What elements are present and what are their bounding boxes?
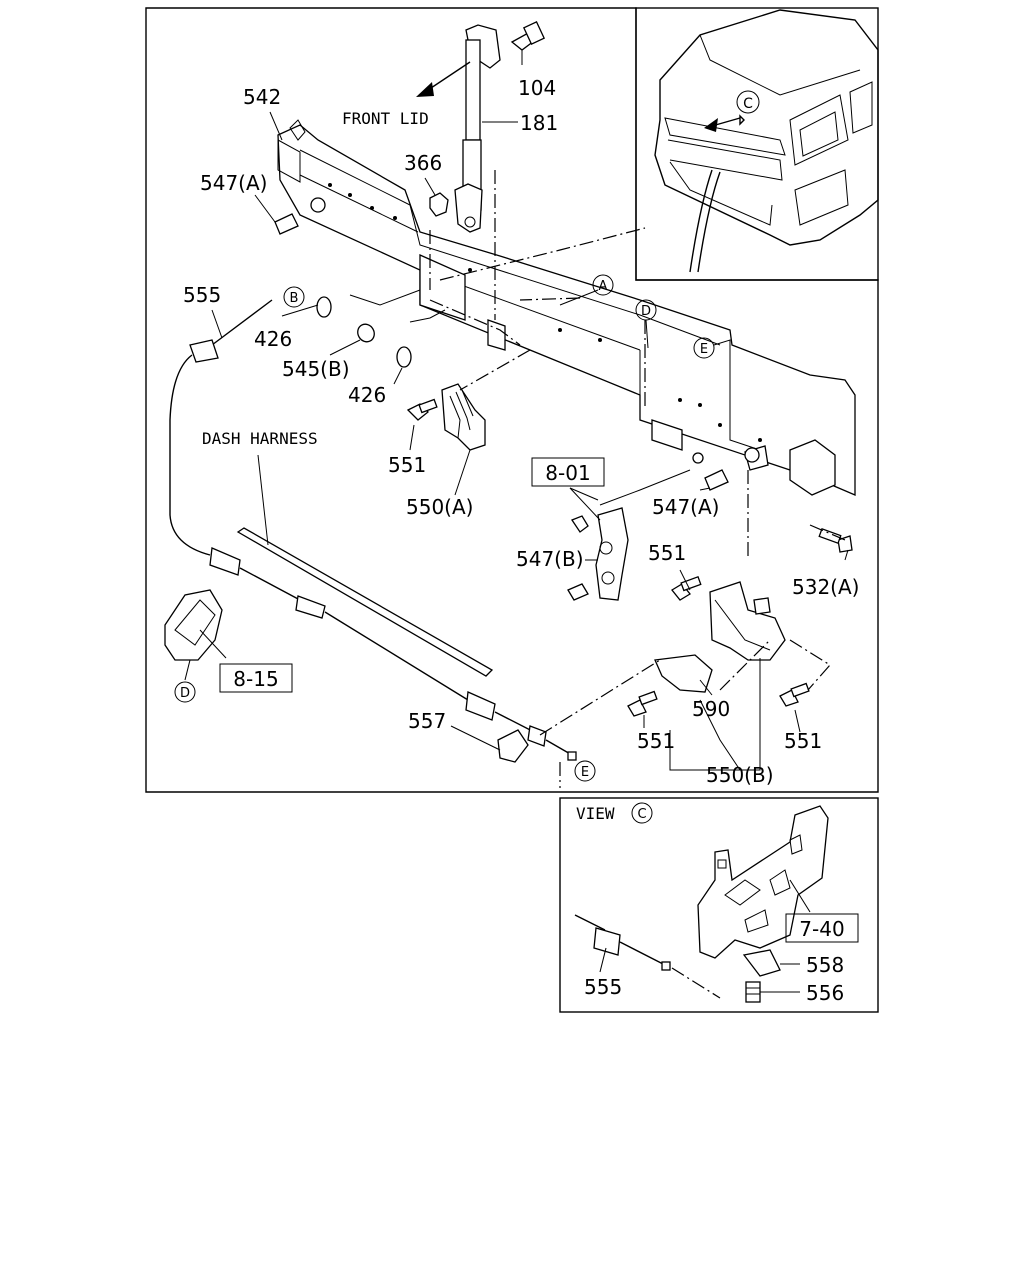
callout-181: 181 [520,111,558,135]
clip-557 [497,729,529,763]
callout-542: 542 [243,85,281,109]
washer-426-lower [396,346,412,368]
circle-d-bottom: D [174,681,196,703]
bracket-550b [654,581,786,693]
circle-d-top-label: D [641,304,651,319]
ref-box-8-15: 8-15 [219,663,293,693]
callout-557: 557 [408,709,446,733]
callout-426-upper: 426 [254,327,292,351]
circle-a: A [592,274,614,296]
callout-366: 366 [404,151,442,175]
callout-104: 104 [518,76,556,100]
label-view: VIEW [576,804,615,823]
circle-e-top: E [693,337,715,359]
circle-e-bottom-label: E [581,765,589,780]
bracket-547b [567,507,629,601]
circle-c-view-label: C [637,807,646,822]
circle-d-bottom-label: D [180,686,190,701]
view-c-cable-555 [574,914,671,971]
dash-harness-bar [236,527,494,677]
dashed-leaders [429,170,846,788]
ref-box-7-40: 7-40 [785,913,859,943]
callout-558: 558 [806,953,844,977]
callout-590: 590 [692,697,730,721]
cable-555 [169,299,577,761]
crossmember-542 [277,119,856,496]
stud-547a-left [274,197,326,235]
label-dash-harness: DASH HARNESS [202,429,318,448]
callout-555: 555 [183,283,221,307]
truck-cab-illustration [654,9,879,273]
front-lid-arrow [416,61,471,97]
ref-8-15-label: 8-15 [233,667,278,691]
circle-b: B [283,286,305,308]
view-c-bolt-556 [745,981,761,1003]
callout-547b: 547(B) [516,547,584,571]
callout-555-view: 555 [584,975,622,999]
cab-inset-frame [635,7,879,281]
circle-e-top-label: E [700,342,708,357]
washer-545b [357,323,375,343]
callout-547a-left: 547(A) [200,171,267,195]
circle-b-label: B [290,291,299,306]
bolt-104 [510,21,546,51]
ref-7-40-label: 7-40 [799,917,844,941]
nut-366 [429,192,449,217]
circle-c-cab-label: C [743,96,753,112]
washer-426-upper [316,296,332,318]
callout-545b: 545(B) [282,357,350,381]
callout-547a-right: 547(A) [652,495,719,519]
callout-556: 556 [806,981,844,1005]
label-front-lid: FRONT LID [342,109,429,128]
circle-c-view: C [631,802,653,824]
view-c-frame [559,797,879,1013]
stud-547a-right [692,447,760,491]
callout-426-lower: 426 [348,383,386,407]
bolt-532a [818,527,853,553]
view-c-bracket [697,805,829,959]
circle-a-label: A [599,279,608,294]
circle-d-top: D [635,299,657,321]
circle-c-cab: C [736,90,760,114]
callout-551-lower-left: 551 [637,729,675,753]
bolt-551-mid [671,575,702,601]
leader-lines [184,50,849,771]
front-lid-strut [454,24,501,233]
callout-551-mid: 551 [648,541,686,565]
callout-550a: 550(A) [406,495,473,519]
callout-550b: 550(B) [706,763,774,787]
bolt-551-lower-left [627,690,658,717]
harness-8-15 [164,589,223,661]
callout-551-upper: 551 [388,453,426,477]
callout-532a: 532(A) [792,575,859,599]
view-c-clip-558 [742,949,781,977]
view-c-leaders [599,879,811,999]
bracket-550a [441,383,486,451]
bolt-551-lower-right [779,682,810,707]
ref-box-8-01: 8-01 [531,457,605,487]
circle-e-bottom: E [574,760,596,782]
callout-551-lower-right: 551 [784,729,822,753]
bolt-551-upper [406,398,438,421]
ref-8-01-label: 8-01 [545,461,590,485]
